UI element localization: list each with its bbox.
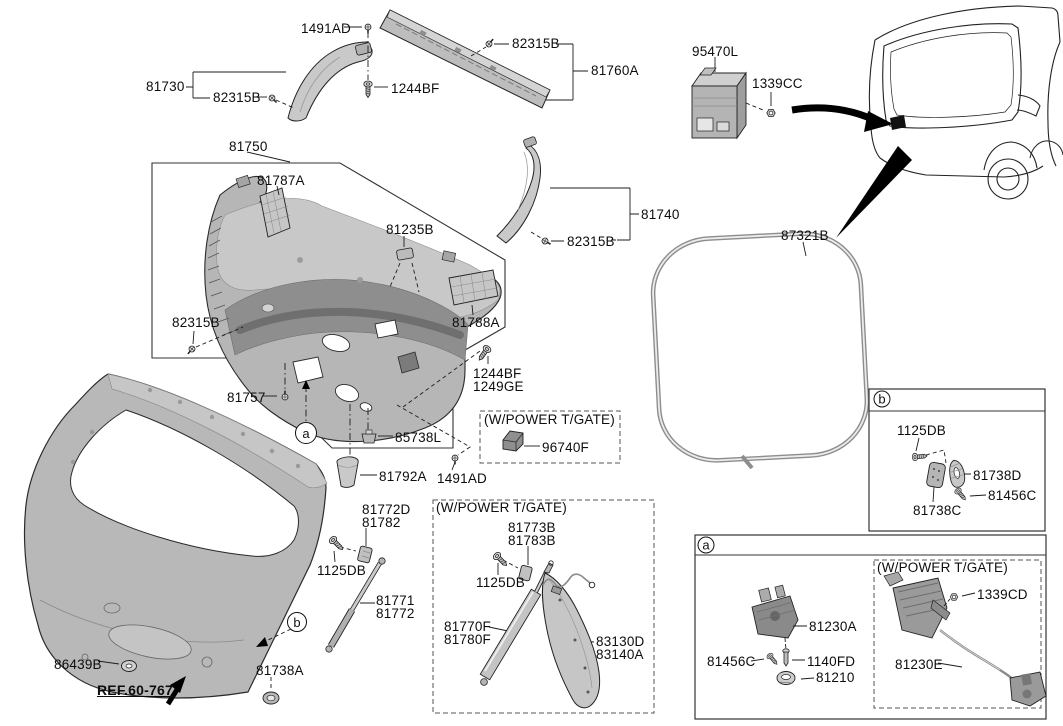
part-label-a81230: 81230A (809, 619, 857, 634)
screw-82315b-81740-icon (540, 236, 553, 248)
part-label-wpt_mid: (W/POWER T/GATE) (484, 412, 615, 427)
part-label-bf1244_top: 1244BF (391, 81, 440, 96)
power-tgate-strut-box (432, 499, 655, 714)
part-label-b86439: 86439B (54, 657, 102, 672)
part-label-a81730: 81730 (146, 79, 185, 94)
part-label-wpt_bot: (W/POWER T/GATE) (436, 500, 567, 515)
vehicle-sketch (868, 5, 1063, 200)
screw-82315b-left-icon (184, 344, 197, 357)
part-label-a81757: 81757 (227, 390, 266, 405)
detail-box-a (694, 534, 1047, 720)
bottomleft-leaders (97, 628, 292, 691)
part-label-c81456_a: 81456C (707, 654, 756, 669)
screw-1244bf-1249ge-icon (475, 343, 493, 363)
tailgate-outer-panel-drawing (23, 373, 328, 699)
part-label-l95470: 95470L (692, 44, 739, 59)
part-label-db1125_l: 1125DB (317, 563, 366, 578)
part-label-wpt_a: (W/POWER T/GATE) (877, 560, 1008, 575)
screw-82315b-sill-icon (484, 36, 497, 49)
detail-box-b (868, 388, 1046, 532)
part-label-b82315_sill: 82315B (512, 36, 560, 51)
callout-letter: a (302, 425, 310, 441)
callout-letter: b (878, 391, 886, 407)
screw-81456c-boxa-icon (765, 651, 780, 667)
part-label-ref60767: REF.60-767 (97, 682, 173, 698)
part-label-e81230: 81230E (895, 657, 943, 672)
part-label-db1125_b: 1125DB (897, 423, 946, 438)
part-label-cc1339: 1339CC (752, 76, 803, 91)
screw-1125db-left-icon (327, 534, 346, 553)
part-label-a81787: 81787A (257, 173, 305, 188)
callout-circle-main_b: b (287, 612, 307, 632)
part-label-ad1491_mid: 1491AD (437, 471, 487, 486)
nut-1339cd-icon (949, 593, 959, 601)
clip-1491ad-mid-icon (451, 454, 459, 466)
bumper-81792a-icon (336, 456, 359, 488)
pointer-arrows (791, 104, 912, 238)
garnish-81730-drawing (287, 41, 373, 122)
nut-1339cc-icon (766, 109, 776, 117)
part-label-c81738: 81738C (913, 503, 962, 518)
clip-1491ad-top-icon (364, 23, 372, 35)
callout-letter: b (293, 614, 301, 630)
grille-81788a-drawing (448, 269, 499, 306)
callout-circle-main_a: a (295, 422, 317, 444)
part-label-cd1339: 1339CD (977, 587, 1028, 602)
grommet-86439b-icon (121, 660, 137, 672)
top-leader-lines (186, 26, 772, 111)
ref-arrow (165, 676, 186, 706)
clip-85738l-icon (361, 429, 377, 444)
main-box-leaders (192, 185, 540, 476)
callout-circle-hdr_a: a (697, 536, 715, 554)
part-label-f96740: 96740F (542, 440, 589, 455)
screw-1125db-mid-icon (491, 550, 510, 569)
power-tgate-buzzer-box (479, 410, 621, 464)
part-label-a81760: 81760A (591, 63, 639, 78)
part-label-a81738: 81738A (256, 663, 304, 678)
gas-lifter-81771-drawing (325, 528, 386, 653)
part-label-db1125_m: 1125DB (476, 575, 525, 590)
screw-1125db-boxb-icon (911, 451, 928, 462)
part-label-a81792: 81792A (379, 469, 427, 484)
screw-81456c-boxb-icon (953, 486, 969, 503)
part-label-l81210: 81210 (816, 670, 855, 685)
screw-82315b-topleft-icon (267, 93, 280, 106)
part-label-c81456_b: 81456C (988, 488, 1037, 503)
stopper-81738a-icon (262, 691, 280, 705)
sill-trim-81760a-drawing (379, 9, 551, 109)
weatherstrip-87321b-drawing (650, 231, 870, 470)
part-label-a81750: 81750 (229, 139, 268, 154)
part-label-a81788: 81788A (452, 315, 500, 330)
garnish-81740-drawing (496, 136, 639, 244)
part-label-fd1140: 1140FD (807, 654, 856, 669)
part-label-l85738: 85738L (395, 430, 442, 445)
bracket-81787a-drawing (259, 187, 291, 238)
part-label-ad1491_top: 1491AD (301, 21, 351, 36)
part-label-a81740: 81740 (641, 207, 680, 222)
module-95470l-drawing (691, 67, 747, 140)
screw-1244bf-top-icon (363, 80, 373, 98)
callout-circle-hdr_b: b (873, 390, 891, 408)
part-label-b81235: 81235B (386, 222, 434, 237)
part-label-b87321: 87321B (781, 228, 829, 243)
part-label-b82315_tl: 82315B (213, 90, 261, 105)
part-label-d81738: 81738D (973, 468, 1022, 483)
clip-81235b-drawing (396, 247, 414, 261)
part-label-b82315_l: 82315B (172, 315, 220, 330)
part-label-b82315_r: 82315B (567, 234, 615, 249)
callout-letter: a (702, 537, 710, 553)
